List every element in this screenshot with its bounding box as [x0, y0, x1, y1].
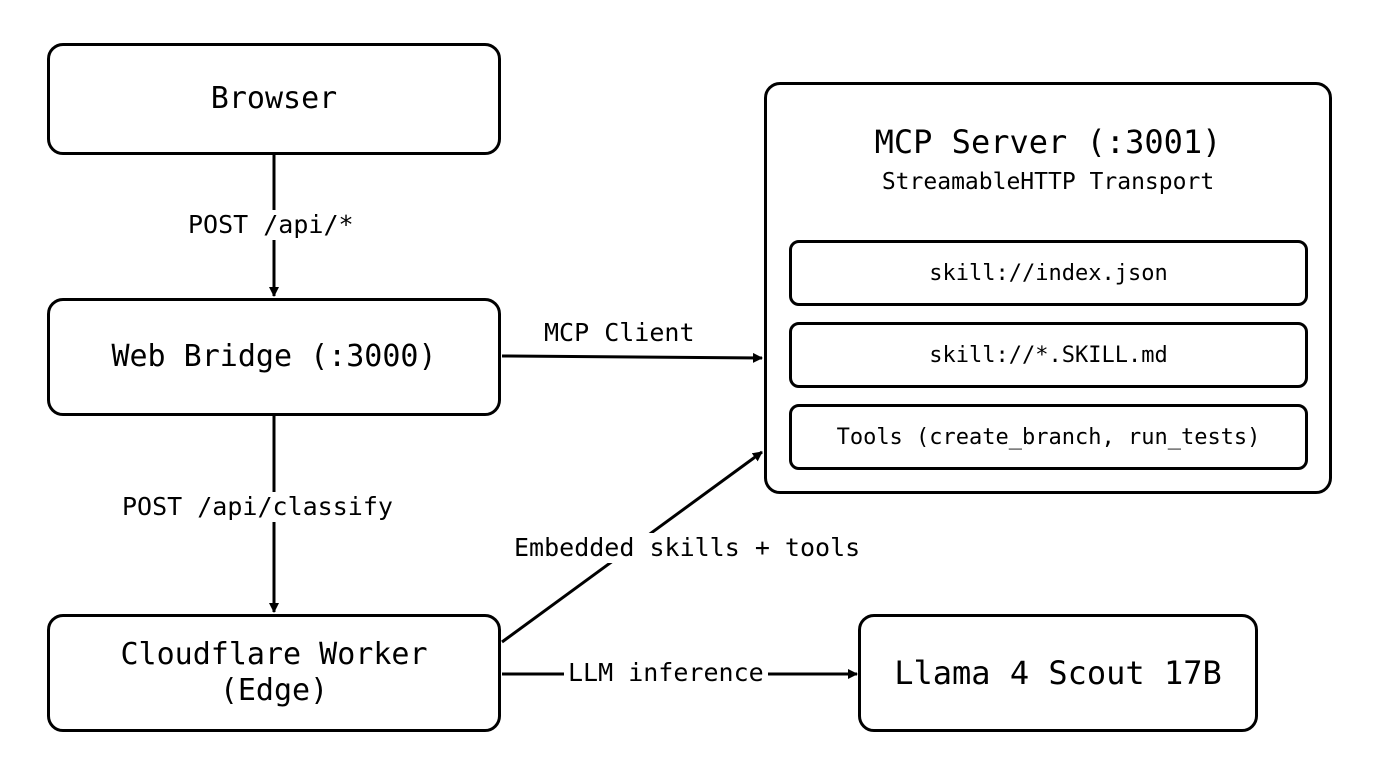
resource-skill-md: skill://*.SKILL.md [789, 322, 1308, 388]
edge-label-post-api-classify: POST /api/classify [118, 492, 397, 522]
browser-node: Browser [47, 43, 501, 155]
resource-index-json-label: skill://index.json [929, 260, 1168, 286]
mcp-server-node: MCP Server (:3001) StreamableHTTP Transp… [764, 82, 1332, 494]
worker-label-line1: Cloudflare Worker [120, 637, 428, 672]
worker-label-line2: (Edge) [219, 673, 329, 708]
edge-label-post-api: POST /api/* [184, 210, 358, 240]
web-bridge-node: Web Bridge (:3000) [47, 298, 501, 416]
resource-skill-md-label: skill://*.SKILL.md [929, 342, 1168, 368]
edge-label-llm-inference: LLM inference [564, 658, 768, 688]
mcp-server-subtitle: StreamableHTTP Transport [881, 169, 1215, 195]
browser-label: Browser [210, 81, 338, 116]
arrow-bridge-to-mcp [501, 352, 763, 363]
llama-label: Llama 4 Scout 17B [894, 653, 1222, 692]
edge-label-mcp-client: MCP Client [544, 318, 695, 347]
web-bridge-label: Web Bridge (:3000) [111, 339, 437, 374]
tools-list: Tools (create_branch, run_tests) [789, 404, 1308, 470]
resource-index-json: skill://index.json [789, 240, 1308, 306]
edge-label-embedded-skills-tools: Embedded skills + tools [510, 533, 865, 563]
mcp-server-title: MCP Server (:3001) [874, 123, 1222, 161]
tools-list-label: Tools (create_branch, run_tests) [836, 424, 1261, 450]
cloudflare-worker-node: Cloudflare Worker (Edge) [47, 614, 501, 732]
llama-node: Llama 4 Scout 17B [858, 614, 1258, 732]
